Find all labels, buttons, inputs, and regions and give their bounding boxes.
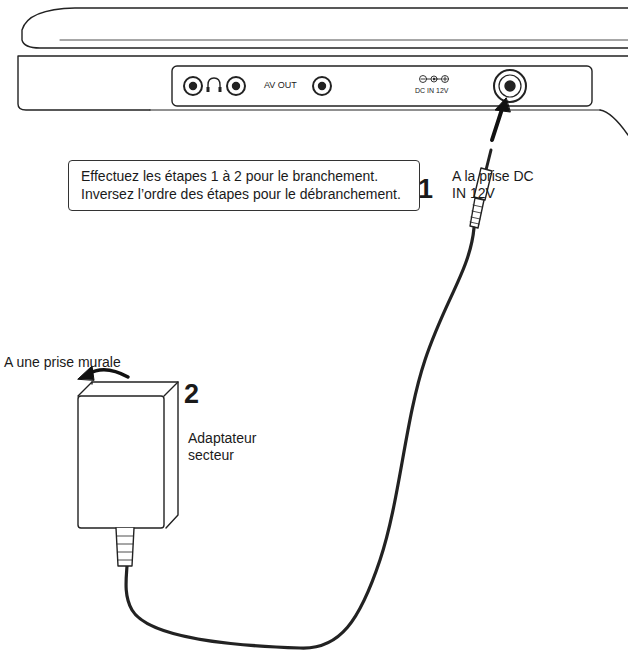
av-out-jack — [319, 83, 326, 90]
headphone-jack — [233, 83, 240, 90]
step-label: A une prise murale — [4, 354, 121, 371]
callout-number: 1 — [418, 173, 433, 205]
plug-tip — [486, 150, 491, 170]
adapter-strain-relief — [116, 528, 134, 566]
headphone-symbol — [208, 78, 220, 90]
adapter-body — [78, 382, 178, 528]
plug-strain-relief — [470, 198, 484, 228]
headphone-symbol — [219, 87, 222, 92]
dc-jack — [494, 70, 526, 102]
jack-panel — [172, 66, 592, 106]
body-outline — [18, 56, 628, 110]
body-corner — [600, 110, 628, 135]
body-base — [150, 110, 600, 111]
port-label: AV OUT — [264, 80, 297, 91]
step-label: A la prise DC IN 12V — [452, 168, 534, 202]
port-label: DC IN 12V — [415, 87, 448, 95]
wall-arrow — [88, 370, 128, 377]
dc-jack — [499, 75, 521, 97]
callout-number: 2 — [184, 378, 199, 410]
part-name: Adaptateur secteur — [188, 430, 280, 464]
headphone-jack — [184, 77, 202, 95]
adapter-edge — [92, 382, 178, 396]
note-text: Effectuez les étapes 1 à 2 pour le branc… — [81, 168, 403, 186]
headphone-jack — [227, 77, 245, 95]
av-out-jack — [313, 77, 331, 95]
headphone-jack — [190, 83, 197, 90]
lid-edge — [60, 40, 628, 41]
dc-jack — [505, 81, 515, 91]
insert-arrow — [495, 98, 510, 112]
lid-outline — [22, 8, 628, 48]
plug-ridges — [470, 205, 482, 224]
polarity-symbol — [420, 76, 449, 83]
adapter-body — [78, 396, 164, 528]
note-box: Effectuez les étapes 1 à 2 pour le branc… — [68, 160, 420, 211]
adapter-ridges — [117, 536, 133, 560]
headphone-symbol — [207, 87, 210, 92]
note-text: Inversez l’ordre des étapes pour le débr… — [81, 186, 403, 204]
